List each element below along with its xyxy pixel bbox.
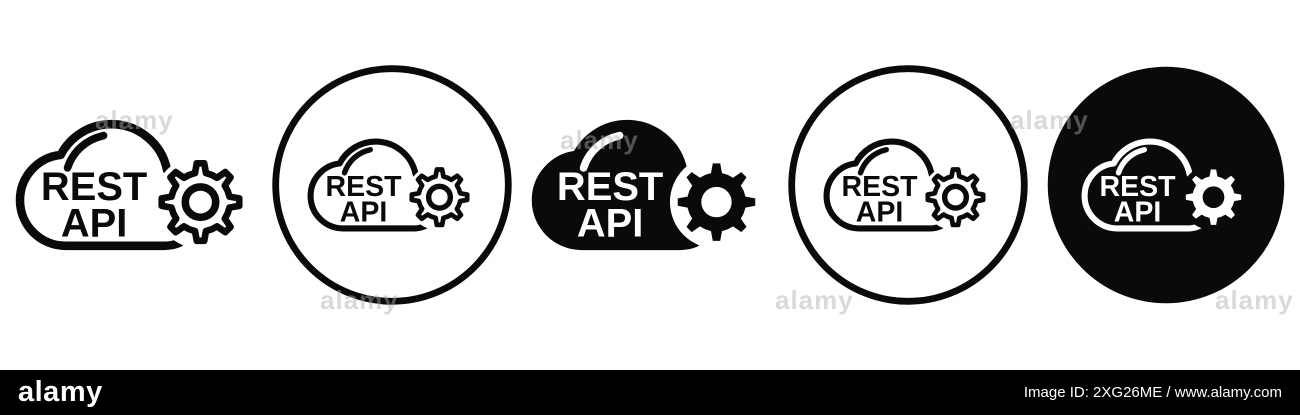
gear-hole	[941, 183, 970, 211]
icon-label-line2: API	[1114, 197, 1161, 229]
cloud-highlight-arc	[1115, 147, 1148, 176]
icon-label-line1: REST	[557, 165, 663, 209]
circle-frame-filled	[1047, 66, 1285, 304]
icon-label-line2: API	[340, 197, 387, 229]
alamy-logo: alamy	[18, 376, 103, 408]
gear-hole	[425, 183, 454, 211]
icon-label-line1: REST	[842, 171, 919, 203]
circle-frame	[272, 65, 512, 305]
cloud-highlight-arc	[579, 131, 624, 172]
image-credit-text: Image ID: 2XG26ME / www.alamy.com	[1023, 384, 1282, 401]
cloud-highlight-arc	[857, 147, 890, 176]
icon-label-line2: API	[61, 201, 127, 245]
cloud-highlight-arc	[341, 147, 374, 176]
footer-bar: alamy Image ID: 2XG26ME / www.alamy.com	[0, 370, 1300, 415]
icon-label-line1: REST	[1100, 171, 1177, 203]
cloud-highlight-arc	[63, 131, 108, 172]
gear-hole	[701, 186, 732, 218]
icon-label-line2: API	[856, 197, 903, 229]
circle-frame	[788, 65, 1028, 305]
icon-label-line2: API	[577, 201, 643, 245]
gear-hole	[181, 183, 220, 222]
icon-label-line1: REST	[41, 165, 147, 209]
gear-hole	[1202, 186, 1225, 209]
icon-label-line1: REST	[326, 171, 403, 203]
